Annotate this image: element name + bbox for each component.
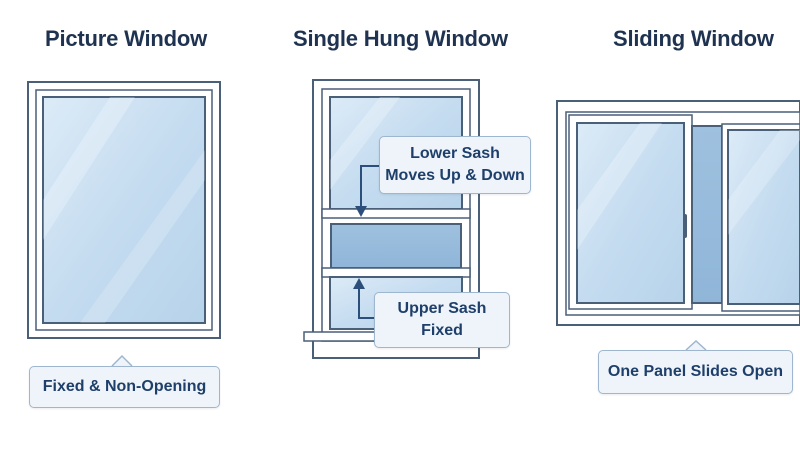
- callout-line-1: Lower Sash: [410, 145, 500, 162]
- lower-sash-callout: Lower Sash Moves Up & Down: [379, 136, 531, 194]
- arrow-up-icon: [353, 278, 374, 319]
- one-panel-slides-open-callout: One Panel Slides Open: [598, 350, 793, 394]
- callout-line-2: Moves Up & Down: [385, 167, 525, 184]
- callout-text: Fixed & Non-Opening: [42, 378, 207, 395]
- sliding-window-title: Sliding Window: [613, 26, 774, 51]
- arrow-down-icon: [355, 165, 379, 217]
- fixed-non-opening-callout: Fixed & Non-Opening: [29, 366, 220, 408]
- callout-line-2: Fixed: [421, 322, 463, 339]
- upper-sash-callout: Upper Sash Fixed: [374, 292, 510, 348]
- single-hung-window-title: Single Hung Window: [293, 26, 508, 51]
- picture-window: [27, 81, 221, 367]
- callout-line-1: Upper Sash: [397, 300, 487, 317]
- picture-window-title: Picture Window: [45, 26, 208, 51]
- callout-text: One Panel Slides Open: [607, 363, 784, 380]
- sliding-window: [556, 100, 800, 351]
